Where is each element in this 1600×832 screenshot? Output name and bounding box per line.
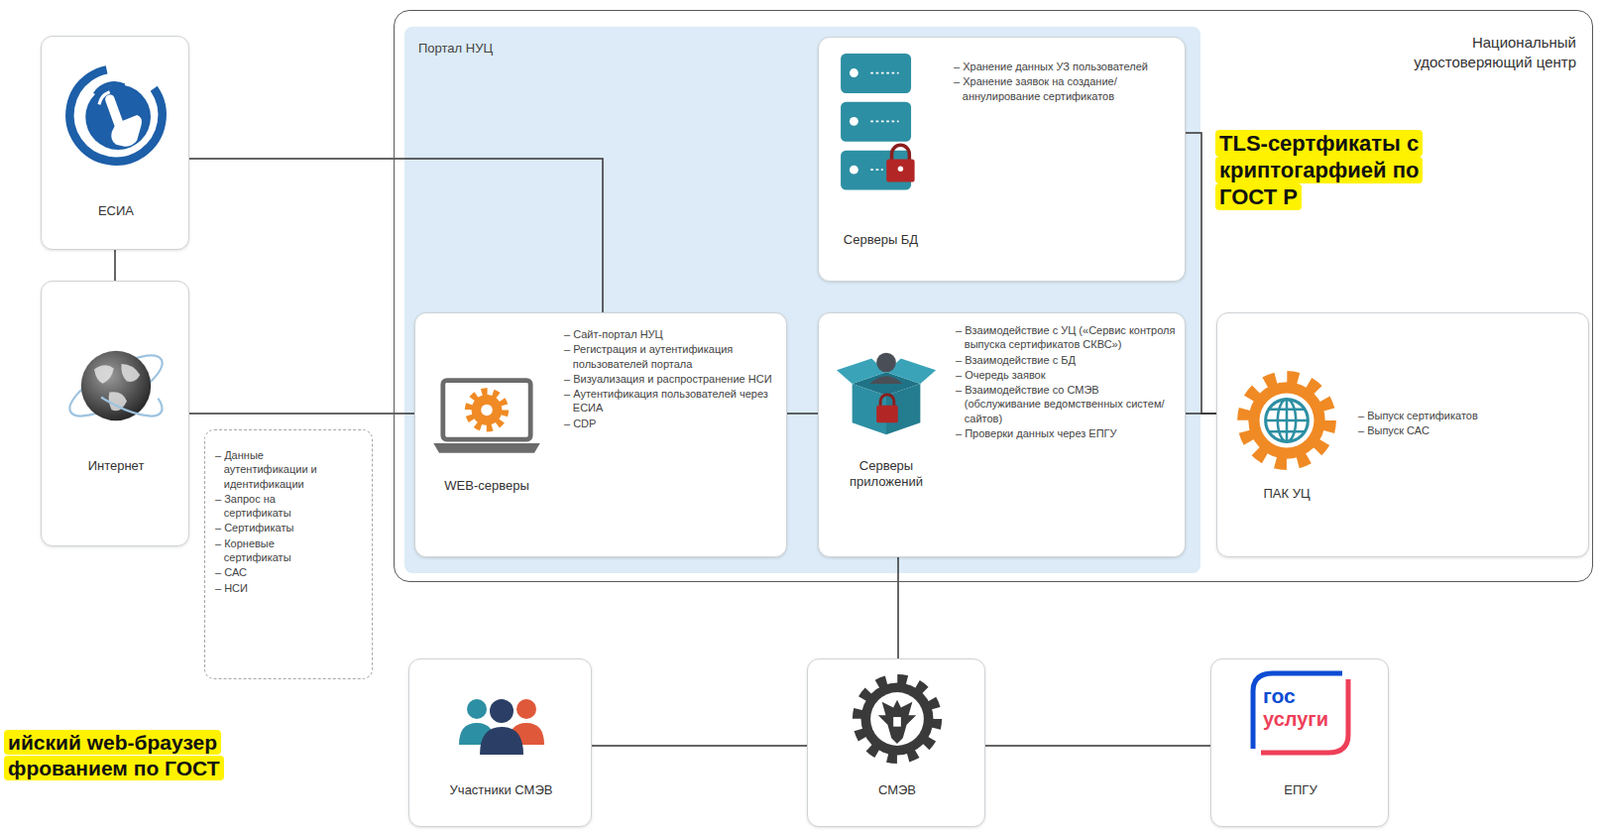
region-title: Портал НУЦ	[418, 40, 617, 56]
smev-gear-icon	[849, 671, 945, 767]
list-item: – Корневые сертификаты	[215, 536, 319, 566]
system-box: СМЭВ	[806, 658, 986, 827]
application-servers-icon	[832, 335, 940, 443]
list-item: – CDP	[564, 416, 777, 431]
node-label: Участники СМЭВ	[409, 782, 593, 799]
list-item: – Взаимодействие с УЦ («Сервис контроля …	[955, 323, 1176, 352]
center-boundary: Национальный удостоверяющий центр Портал …	[393, 9, 1594, 582]
laptop-icon	[429, 372, 545, 468]
connector-line	[985, 744, 1211, 747]
list-item: – Выпуск САС	[1358, 423, 1577, 438]
system-box: госуслугиЕПГУ	[1210, 658, 1389, 827]
connector-line	[1185, 132, 1217, 414]
participants-icon	[457, 688, 547, 759]
list-item: – Визуализация и распространение НСИ	[564, 371, 777, 386]
list-item: – Очередь заявок	[955, 367, 1176, 382]
connector-line	[591, 744, 807, 747]
list-item: – Аутентификация пользователей через ЕСИ…	[564, 386, 777, 416]
node-label: Серверы БД	[818, 231, 943, 248]
list-item: – Выпуск сертификатов	[1358, 408, 1577, 423]
node-label: ЕПГУ	[1211, 782, 1390, 799]
list-item: – Взаимодействие с БД	[955, 352, 1176, 367]
node-label: WEB-серверы	[423, 477, 551, 494]
system-box: Интернет	[40, 280, 190, 547]
portal-region: Портал НУЦ Серверы БД – Хранение данных У…	[404, 26, 1201, 573]
connector-line	[787, 412, 818, 415]
list-item: – САС	[215, 565, 319, 579]
list-item: – Сертификаты	[215, 520, 319, 535]
list-item: – Сайт-портал НУЦ	[564, 327, 777, 342]
node-label: ЕСИА	[41, 203, 191, 220]
node-label: СМЭВ	[807, 782, 987, 799]
node-label: Серверы приложений	[836, 457, 936, 491]
portal-fill	[404, 26, 1201, 573]
node-label: ПАК УЦ	[1217, 485, 1357, 502]
note-text: TLS-сертфикаты с криптогарфией по ГОСТ Р	[1215, 129, 1423, 211]
note-text: ийский web-браузер фрованием по ГОСТ	[3, 729, 225, 781]
database-servers-icon	[840, 53, 920, 195]
server-box: Серверы БД – Хранение данных УЗ пользоват…	[817, 36, 1186, 282]
highlight-note: TLS-сертфикаты с криптогарфией по ГОСТ Р	[1215, 130, 1424, 211]
server-box: WEB-серверы – Сайт-портал НУЦ– Регистраци…	[414, 312, 788, 558]
system-box: ЕСИА	[40, 35, 190, 250]
list-item: – Регистрация и аутентификация пользоват…	[564, 342, 777, 371]
system-box: Участники СМЭВ	[408, 658, 592, 827]
list-item: – Взаимодействие со СМЭВ (обслуживание в…	[955, 382, 1176, 426]
globe-icon	[61, 331, 171, 441]
connector-line	[114, 249, 116, 281]
ca-gear-icon	[1231, 364, 1343, 476]
list-item: – Данные аутентификации и идентификации	[215, 448, 319, 491]
ca-box: ПАК УЦ – Выпуск сертификатов– Выпуск САС	[1216, 312, 1590, 558]
esia-logo	[63, 62, 169, 168]
highlight-note: ийский web-браузер фрованием по ГОСТ	[3, 729, 234, 781]
list-item: – Проверки данных через ЕПГУ	[955, 426, 1176, 441]
connector-line	[189, 412, 415, 415]
server-box: Серверы приложений – Взаимодействие с УЦ …	[817, 312, 1186, 558]
node-label: услуги	[1262, 708, 1349, 729]
list-item: – Хранение заявок на создание/аннулирова…	[953, 74, 1167, 104]
data-flow-list: – Данные аутентификации и идентификации–…	[204, 429, 373, 680]
list-item: – НСИ	[215, 580, 319, 595]
node-label: Интернет	[41, 457, 191, 474]
node-label: гос	[1262, 685, 1349, 706]
list-item: – Запрос на сертификаты	[215, 491, 319, 521]
connector-line	[189, 158, 603, 313]
connector-line	[897, 557, 900, 659]
list-item: – Хранение данных УЗ пользователей	[953, 59, 1167, 74]
region-title: Национальный удостоверяющий центр	[1397, 32, 1577, 72]
